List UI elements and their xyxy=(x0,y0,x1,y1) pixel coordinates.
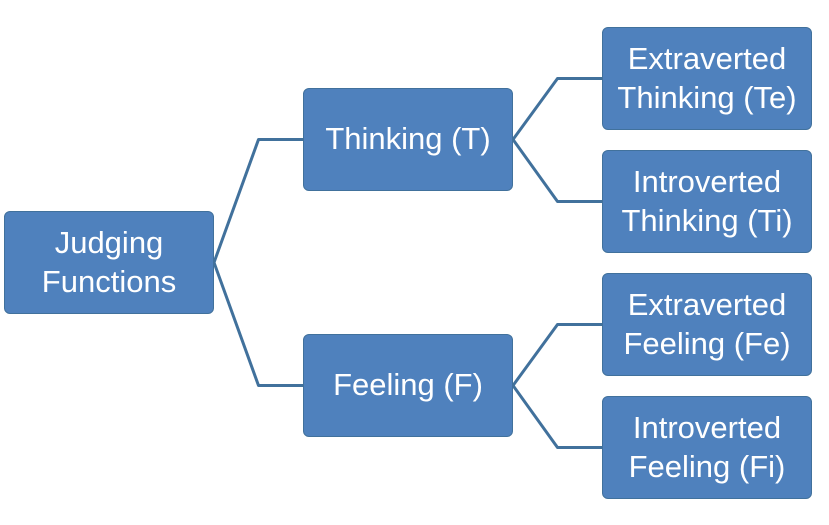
node-introverted-feeling: Introverted Feeling (Fi) xyxy=(602,396,812,499)
node-thinking-label: Thinking (T) xyxy=(325,121,491,157)
node-feeling-label: Feeling (F) xyxy=(333,367,483,403)
node-introverted-feeling-line2: Feeling (Fi) xyxy=(628,448,786,484)
connector-thinking-ti xyxy=(511,138,602,203)
node-introverted-feeling-line1: Introverted xyxy=(632,409,782,445)
connector-feeling-fe xyxy=(511,323,602,387)
node-introverted-thinking-line1: Introverted xyxy=(632,163,782,199)
node-introverted-thinking: Introverted Thinking (Ti) xyxy=(602,150,812,253)
node-feeling: Feeling (F) xyxy=(303,334,513,437)
node-extraverted-thinking-line2: Thinking (Te) xyxy=(617,79,797,115)
connector-root-thinking xyxy=(212,138,303,264)
node-extraverted-feeling: Extraverted Feeling (Fe) xyxy=(602,273,812,376)
node-judging-functions-line2: Functions xyxy=(41,263,177,299)
node-judging-functions-line1: Judging xyxy=(54,224,164,260)
node-extraverted-thinking-line1: Extraverted xyxy=(627,40,787,76)
node-extraverted-feeling-line2: Feeling (Fe) xyxy=(623,325,791,361)
node-judging-functions: Judging Functions xyxy=(4,211,214,314)
connector-feeling-fi xyxy=(511,384,602,449)
node-introverted-thinking-line2: Thinking (Ti) xyxy=(621,202,793,238)
node-extraverted-feeling-line1: Extraverted xyxy=(627,286,787,322)
node-extraverted-thinking: Extraverted Thinking (Te) xyxy=(602,27,812,130)
node-thinking: Thinking (T) xyxy=(303,88,513,191)
connector-root-feeling xyxy=(212,261,303,387)
connector-thinking-te xyxy=(511,77,602,141)
